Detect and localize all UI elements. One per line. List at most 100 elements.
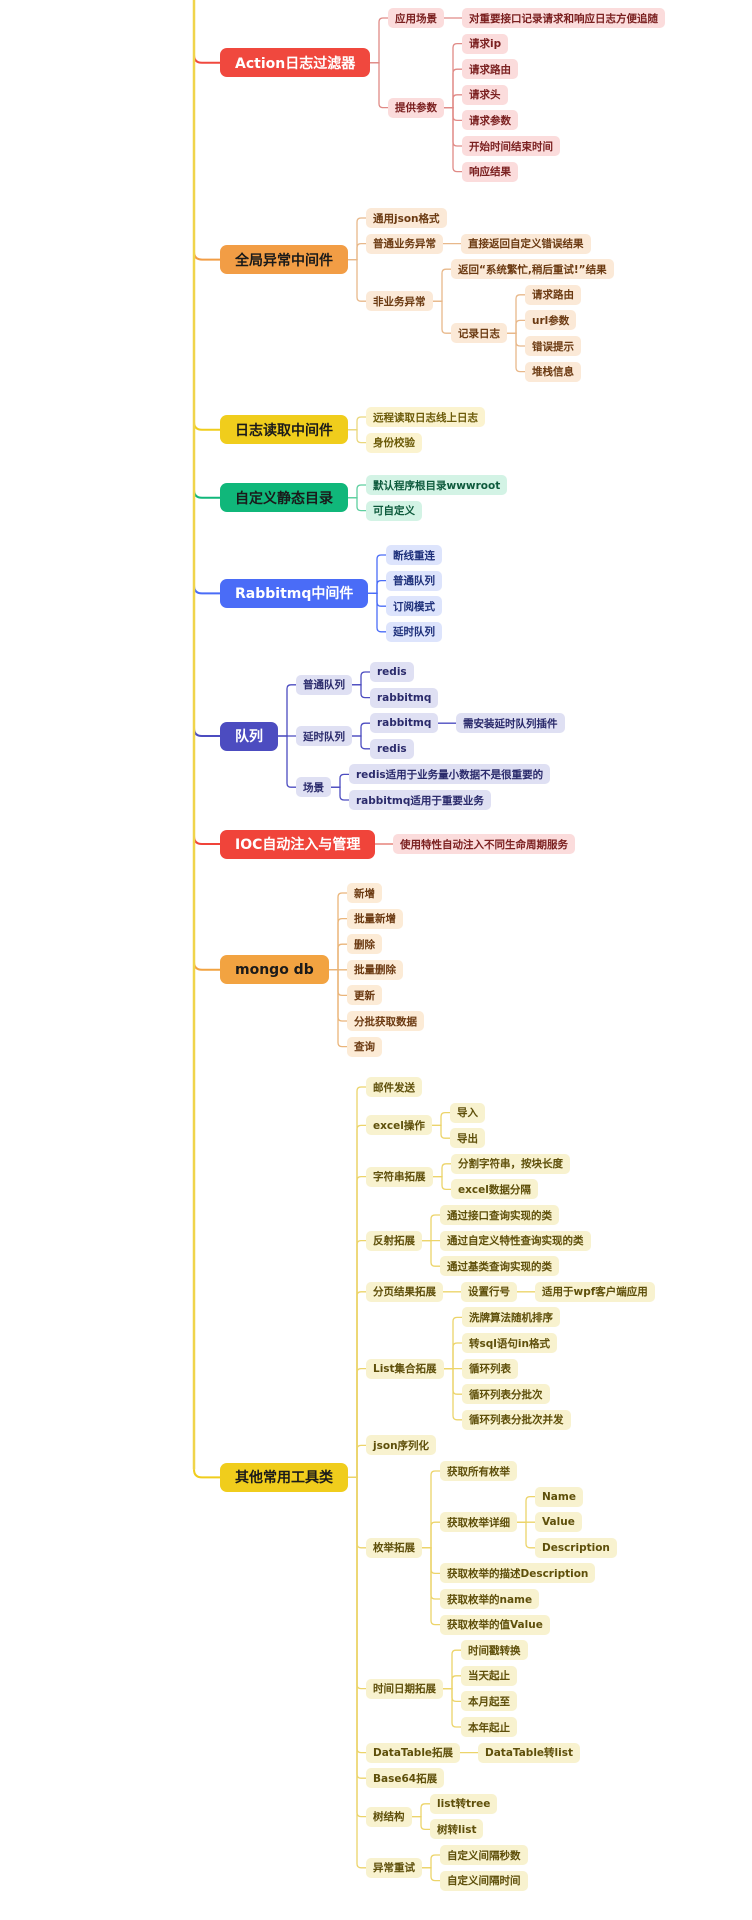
leaf-node[interactable]: 对重要接口记录请求和响应日志方便追随 [462,8,665,28]
topic-node[interactable]: 应用场景 [388,8,444,28]
leaf-node[interactable]: 错误提示 [525,336,581,356]
branch-connector [422,1239,440,1267]
leaf-node[interactable]: 请求路由 [525,284,581,305]
leaf-node[interactable]: 订阅模式 [386,596,442,617]
leaf-node[interactable]: 循环列表分批次 [462,1384,550,1405]
leaf-node[interactable]: 循环列表分批次并发 [462,1409,571,1430]
topic-node[interactable]: excel操作 [366,1115,432,1136]
leaf-node[interactable]: redis [370,662,414,682]
leaf-node[interactable]: Name [535,1486,583,1507]
topic-node[interactable]: List集合拓展 [366,1358,444,1379]
leaf-node[interactable]: 洗牌算法随机排序 [462,1307,560,1328]
leaf-node[interactable]: 堆栈信息 [525,361,581,382]
leaf-node[interactable]: 开始时间结束时间 [462,136,560,156]
topic-node[interactable]: 延时队列 [296,726,352,746]
leaf-node[interactable]: 获取枚举的描述Description [440,1563,596,1584]
leaf-node[interactable]: 通过接口查询实现的类 [440,1205,559,1225]
topic-node[interactable]: 时间日期拓展 [366,1678,443,1699]
leaf-node[interactable]: 远程读取日志线上日志 [366,407,485,427]
leaf-node[interactable]: 可自定义 [366,500,422,521]
leaf-node[interactable]: 请求路由 [462,59,518,80]
leaf-node[interactable]: 导入 [450,1102,485,1123]
branch-node[interactable]: IOC自动注入与管理 [220,829,376,859]
leaf-node[interactable]: 请求ip [462,33,509,54]
topic-node[interactable]: 提供参数 [388,97,444,118]
leaf-node[interactable]: 需安装延时队列插件 [456,713,565,734]
leaf-node[interactable]: 批量新增 [347,908,403,929]
leaf-node[interactable]: 断线重连 [386,545,442,565]
leaf-node[interactable]: 更新 [347,985,382,1006]
leaf-node[interactable]: 树转list [430,1819,484,1840]
leaf-node[interactable]: 转sql语句in格式 [462,1333,557,1353]
leaf-node[interactable]: 当天起止 [461,1665,517,1686]
branch-node[interactable]: 全局异常中间件 [220,245,348,275]
leaf-node[interactable]: 请求参数 [462,110,518,131]
leaf-node[interactable]: excel数据分隔 [451,1179,538,1200]
leaf-node[interactable]: 本年起止 [461,1717,517,1737]
leaf-node[interactable]: 返回“系统繁忙,稍后重试!”结果 [451,259,614,280]
leaf-node[interactable]: Description [535,1537,617,1558]
leaf-node[interactable]: 通过自定义特性查询实现的类 [440,1230,591,1251]
leaf-node[interactable]: 普通队列 [386,570,442,591]
leaf-node[interactable]: 分割字符串，按块长度 [451,1153,570,1174]
leaf-node[interactable]: 本月起至 [461,1691,517,1712]
leaf-node[interactable]: 循环列表 [462,1358,518,1379]
topic-node[interactable]: 设置行号 [461,1281,517,1302]
topic-node[interactable]: DataTable拓展 [366,1742,461,1763]
branch-node[interactable]: 队列 [220,721,278,751]
leaf-node[interactable]: list转tree [430,1793,498,1814]
leaf-node[interactable]: 通过基类查询实现的类 [440,1256,559,1277]
branch-node[interactable]: Action日志过滤器 [220,48,371,78]
leaf-node[interactable]: 获取枚举的name [440,1589,540,1609]
leaf-node[interactable]: redis [370,738,414,759]
leaf-node[interactable]: 响应结果 [462,161,518,182]
leaf-node[interactable]: 直接返回自定义错误结果 [461,233,591,254]
leaf-node[interactable]: redis适用于业务量小数据不是很重要的 [349,764,551,785]
leaf-node[interactable]: 通用json格式 [366,208,447,228]
topic-node[interactable]: 树结构 [366,1806,412,1827]
leaf-node[interactable]: 获取枚举的值Value [440,1614,550,1635]
branch-node[interactable]: 其他常用工具类 [220,1462,348,1492]
leaf-node[interactable]: 邮件发送 [366,1077,422,1097]
leaf-node[interactable]: rabbitmq [370,687,439,708]
leaf-node[interactable]: url参数 [525,310,577,331]
leaf-node[interactable]: 删除 [347,934,382,955]
leaf-node[interactable]: 自定义间隔秒数 [440,1845,528,1865]
branch-connector [348,1124,366,1479]
leaf-node[interactable]: DataTable转list [478,1742,581,1763]
leaf-node[interactable]: 分批获取数据 [347,1011,424,1031]
topic-node[interactable]: 记录日志 [451,323,507,344]
topic-node[interactable]: 普通队列 [296,674,352,695]
leaf-node[interactable]: 获取所有枚举 [440,1461,517,1481]
leaf-node[interactable]: 时间戳转换 [461,1640,528,1661]
leaf-node[interactable]: 适用于wpf客户端应用 [535,1281,655,1302]
topic-node[interactable]: 枚举拓展 [366,1537,422,1558]
topic-node[interactable]: 场景 [296,777,331,798]
leaf-node[interactable]: 新增 [347,883,382,903]
topic-node[interactable]: 反射拓展 [366,1230,422,1251]
topic-node[interactable]: 获取枚举详细 [440,1512,517,1533]
topic-node[interactable]: 分页结果拓展 [366,1281,443,1302]
leaf-node[interactable]: 请求头 [462,84,508,105]
leaf-node[interactable]: 批量删除 [347,959,403,980]
leaf-node[interactable]: 身份校验 [366,432,422,453]
leaf-node[interactable]: json序列化 [366,1435,437,1456]
topic-node[interactable]: rabbitmq [370,713,439,734]
leaf-node[interactable]: 自定义间隔时间 [440,1870,528,1891]
leaf-node[interactable]: 延时队列 [386,621,442,642]
branch-node[interactable]: mongo db [220,955,329,985]
leaf-node[interactable]: Value [535,1512,582,1533]
branch-node[interactable]: Rabbitmq中间件 [220,578,369,608]
topic-node[interactable]: 非业务异常 [366,291,433,312]
leaf-node[interactable]: Base64拓展 [366,1768,445,1789]
leaf-node[interactable]: rabbitmq适用于重要业务 [349,790,491,810]
leaf-node[interactable]: 查询 [347,1036,382,1057]
leaf-node[interactable]: 导出 [450,1128,485,1149]
leaf-node[interactable]: 使用特性自动注入不同生命周期服务 [393,834,575,854]
leaf-node[interactable]: 默认程序根目录wwwroot [366,475,508,495]
topic-node[interactable]: 普通业务异常 [366,233,443,254]
topic-node[interactable]: 字符串拓展 [366,1166,433,1187]
branch-node[interactable]: 日志读取中间件 [220,415,348,445]
topic-node[interactable]: 异常重试 [366,1857,422,1878]
branch-node[interactable]: 自定义静态目录 [220,483,348,513]
